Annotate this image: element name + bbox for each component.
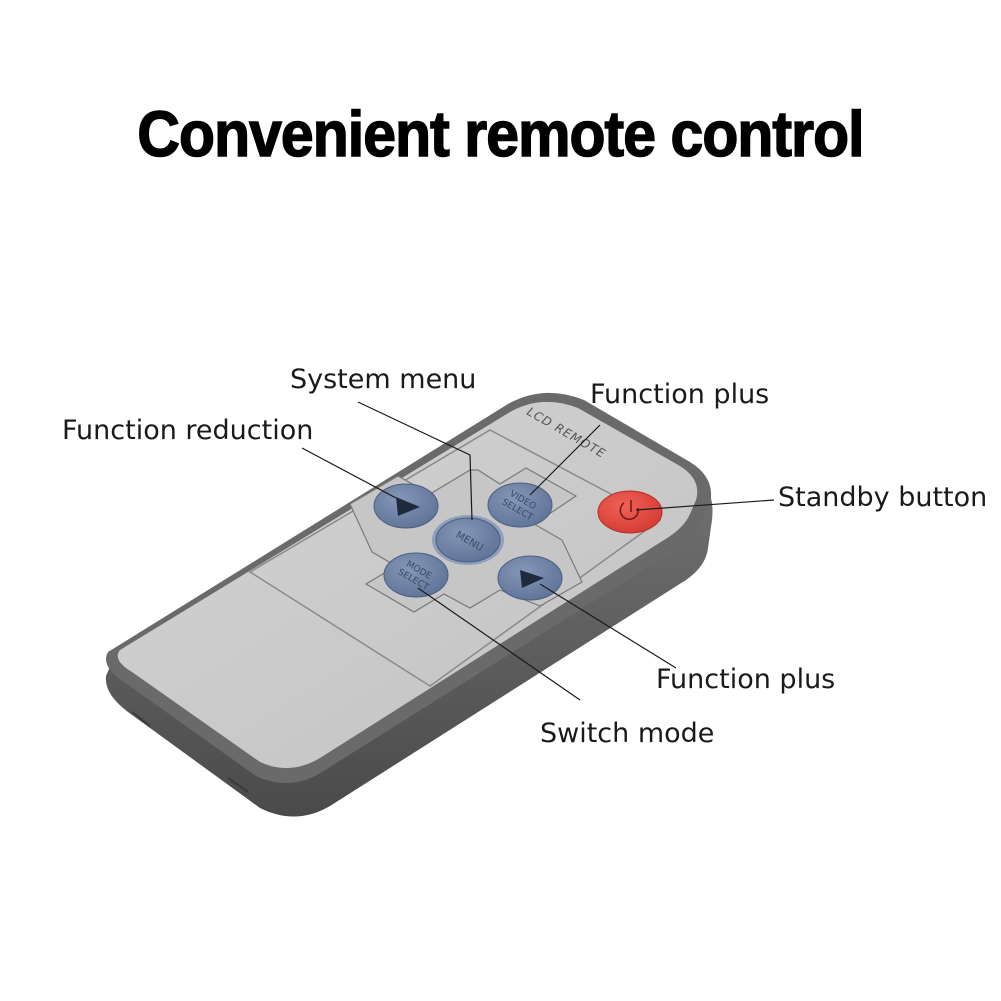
callout-function-plus-bottom: Function plus — [656, 664, 836, 695]
left-arrow-icon — [396, 497, 420, 516]
mode-select-button[interactable]: MODE SELECT — [383, 552, 449, 598]
leader-function-plus-bottom — [539, 583, 677, 669]
leader-function-plus-top — [529, 424, 601, 496]
video-select-button[interactable]: VIDEO SELECT — [487, 482, 553, 528]
callout-switch-mode: Switch mode — [540, 718, 715, 749]
page-title: Convenient remote control — [137, 98, 865, 170]
leader-system-menu — [357, 401, 473, 521]
standby-button[interactable] — [597, 490, 663, 534]
leader-standby — [635, 499, 775, 511]
leader-switch-mode — [417, 587, 581, 701]
function-plus-right-button[interactable] — [497, 555, 563, 601]
callout-system-menu: System menu — [290, 364, 477, 395]
function-reduction-button[interactable] — [373, 483, 439, 529]
leader-function-reduction — [301, 447, 397, 499]
menu-button[interactable]: MENU — [432, 515, 504, 565]
callout-function-reduction: Function reduction — [62, 415, 314, 446]
callout-function-plus-top: Function plus — [590, 379, 770, 410]
leader-lines — [301, 401, 775, 701]
callout-standby-button: Standby button — [778, 482, 988, 513]
power-icon — [619, 500, 640, 521]
right-arrow-icon — [520, 570, 544, 588]
